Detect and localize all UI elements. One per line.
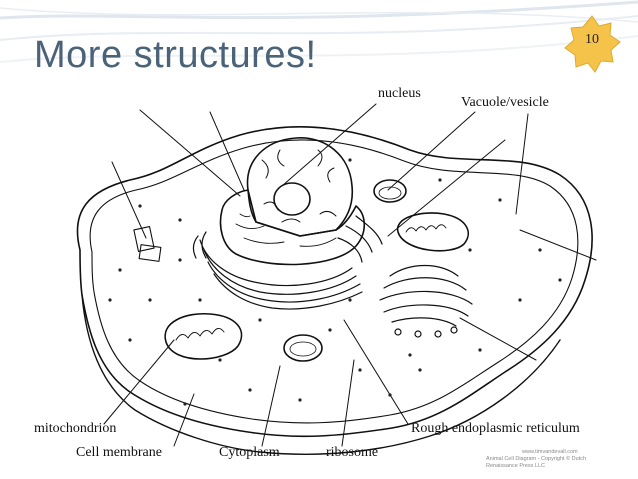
label-vacuole-vesicle: Vacuole/vesicle [461, 95, 549, 110]
copyright-credit: www.timvandevall.com Animal Cell Diagram… [402, 449, 602, 470]
cell-membrane-inner [89, 139, 579, 424]
mitochondrion-left [164, 312, 243, 360]
golgi-apparatus [379, 265, 473, 338]
label-rough-er: Rough endoplasmic reticulum [411, 421, 580, 436]
label-mitochondrion: mitochondrion [34, 421, 117, 436]
slide-number: 10 [585, 32, 599, 47]
label-ribosome: ribosome [326, 445, 379, 460]
rough-er-stacks [192, 215, 383, 310]
slide-number-badge-icon [564, 15, 621, 73]
centrioles [133, 226, 162, 262]
nucleus [219, 137, 366, 266]
ribosomes [108, 158, 562, 406]
credit-copyright: Animal Cell Diagram - Copyright © Dutch … [486, 456, 587, 469]
label-cell-membrane: Cell membrane [76, 445, 162, 460]
vacuole [373, 179, 407, 203]
cell-membrane-outline [76, 126, 593, 438]
vesicle [283, 334, 323, 362]
mitochondrion-right [396, 212, 469, 252]
slide-title: More structures! [34, 34, 317, 76]
credit-url: www.timvandevall.com [522, 449, 578, 455]
leader-lines [103, 103, 597, 447]
label-cytoplasm: Cytoplasm [219, 445, 280, 460]
label-nucleus: nucleus [378, 86, 421, 101]
